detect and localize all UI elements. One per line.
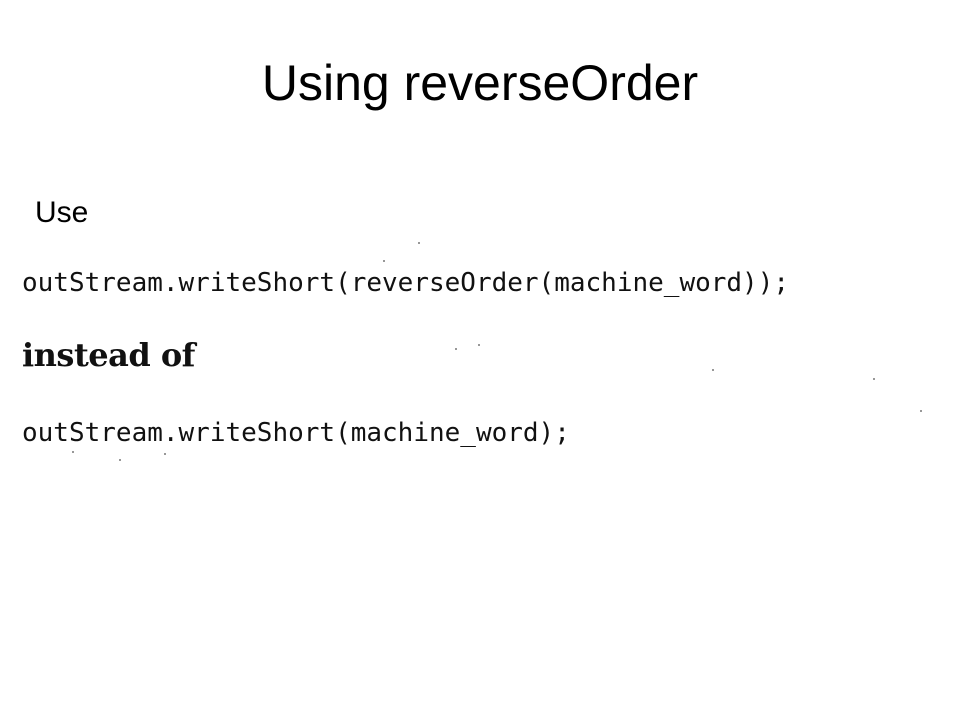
scanned-code-image: outStream.writeShort(reverseOrder(machin… bbox=[0, 232, 960, 482]
instead-of-label: instead of bbox=[22, 336, 195, 374]
scan-speck bbox=[418, 242, 420, 244]
code-line-plain: outStream.writeShort(machine_word); bbox=[22, 418, 570, 448]
scan-speck bbox=[119, 459, 121, 461]
scan-speck bbox=[873, 378, 875, 380]
slide-title: Using reverseOrder bbox=[261, 55, 699, 111]
scan-speck bbox=[455, 348, 457, 350]
scan-speck bbox=[383, 260, 385, 262]
scan-speck bbox=[920, 410, 922, 412]
code-line-reverse-order: outStream.writeShort(reverseOrder(machin… bbox=[22, 268, 790, 298]
use-label: Use bbox=[35, 196, 89, 229]
scan-speck bbox=[712, 369, 714, 371]
scan-speck bbox=[164, 453, 166, 455]
scan-speck bbox=[72, 451, 74, 453]
scan-speck bbox=[478, 344, 480, 346]
